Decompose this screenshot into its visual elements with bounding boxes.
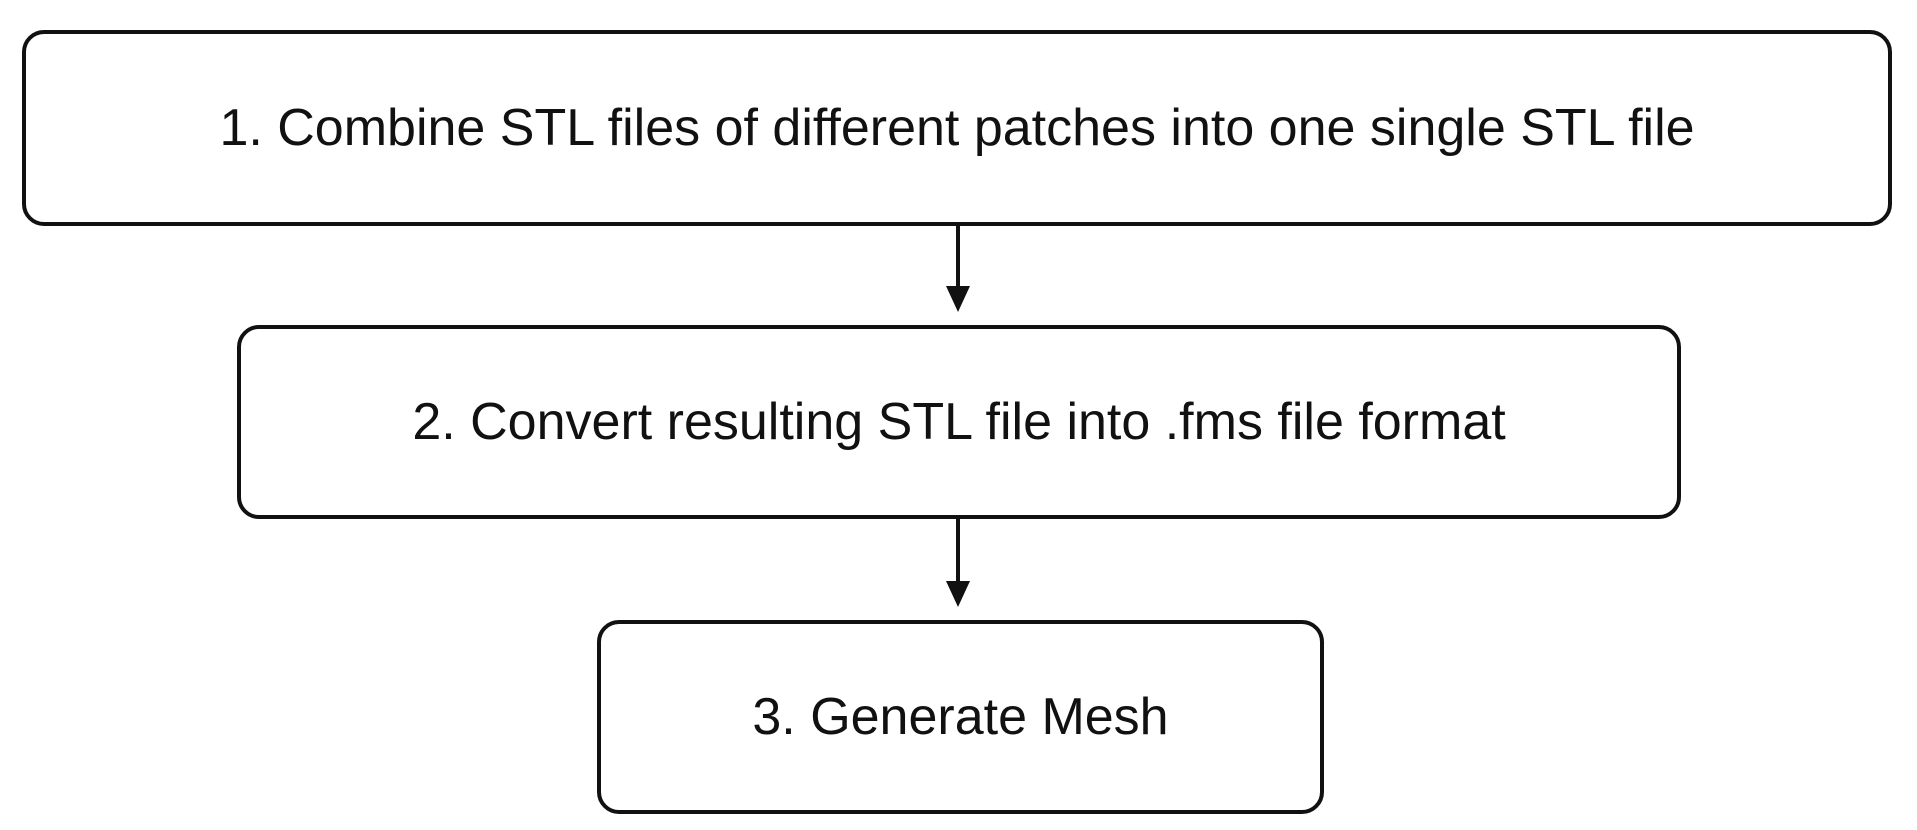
step-1-box: 1. Combine STL files of different patche…: [22, 30, 1892, 226]
step-2-box: 2. Convert resulting STL file into .fms …: [237, 325, 1681, 519]
step-2-label: 2. Convert resulting STL file into .fms …: [412, 393, 1506, 451]
step-3-label: 3. Generate Mesh: [752, 688, 1169, 746]
arrow-step-1-to-step-2: [946, 226, 970, 312]
arrow-step-2-to-step-3: [946, 519, 970, 607]
step-1-label: 1. Combine STL files of different patche…: [219, 99, 1695, 157]
step-3-box: 3. Generate Mesh: [597, 620, 1324, 814]
